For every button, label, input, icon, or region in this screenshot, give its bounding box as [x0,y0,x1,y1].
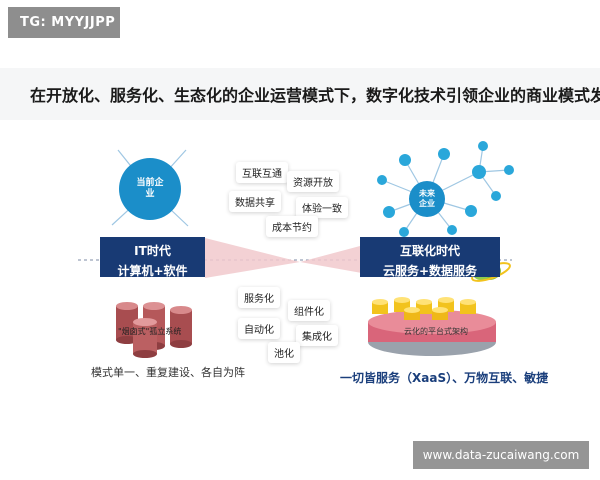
tag-integration: 集成化 [296,325,338,346]
future-enterprise-label: 未来企业 [419,189,435,208]
it-era-subtitle: 计算机+软件 [117,264,188,278]
source-url-badge: www.data-zucaiwang.com [413,441,589,469]
tag-servitization: 服务化 [238,287,280,308]
tag-cost-saving: 成本节约 [266,216,318,237]
internet-era-title: 互联化时代 [399,244,460,258]
platform-label: 云化的平台式架构 [404,327,468,336]
left-beam [205,238,300,278]
tag-interconnect: 互联互通 [236,162,288,183]
tag-componentization: 组件化 [288,300,330,321]
heading-band [0,68,600,120]
it-era-title: IT时代 [134,244,171,258]
current-enterprise-label: 当前企业 [136,178,164,199]
tag-automation: 自动化 [238,318,280,339]
silo-system-label: "烟囱式"孤立系统 [118,327,182,336]
current-enterprise-node: 当前企业 [119,158,181,220]
page-title: 在开放化、服务化、生态化的企业运营模式下，数字化技术引领企业的商业模式发展 [30,86,600,105]
tag-data-sharing: 数据共享 [229,191,281,212]
internet-era-box: 互联化时代 云服务+数据服务 [360,237,500,278]
left-caption: 模式单一、重复建设、各自为阵 [91,366,245,379]
silo-cylinders-icon [116,302,192,358]
right-caption: 一切皆服务（XaaS）、万物互联、敏捷 [340,371,549,385]
internet-era-subtitle: 云服务+数据服务 [382,264,478,278]
right-network-icon [377,141,514,237]
future-enterprise-node: 未来企业 [409,181,445,217]
tag-resource-open: 资源开放 [287,171,339,192]
tag-pooling: 池化 [268,342,300,363]
watermark-tag: TG: MYYJJPP [8,7,120,38]
it-era-box: IT时代 计算机+软件 [100,237,205,278]
cloud-platform-icon [368,297,496,356]
tag-consistent-experience: 体验一致 [296,197,348,218]
